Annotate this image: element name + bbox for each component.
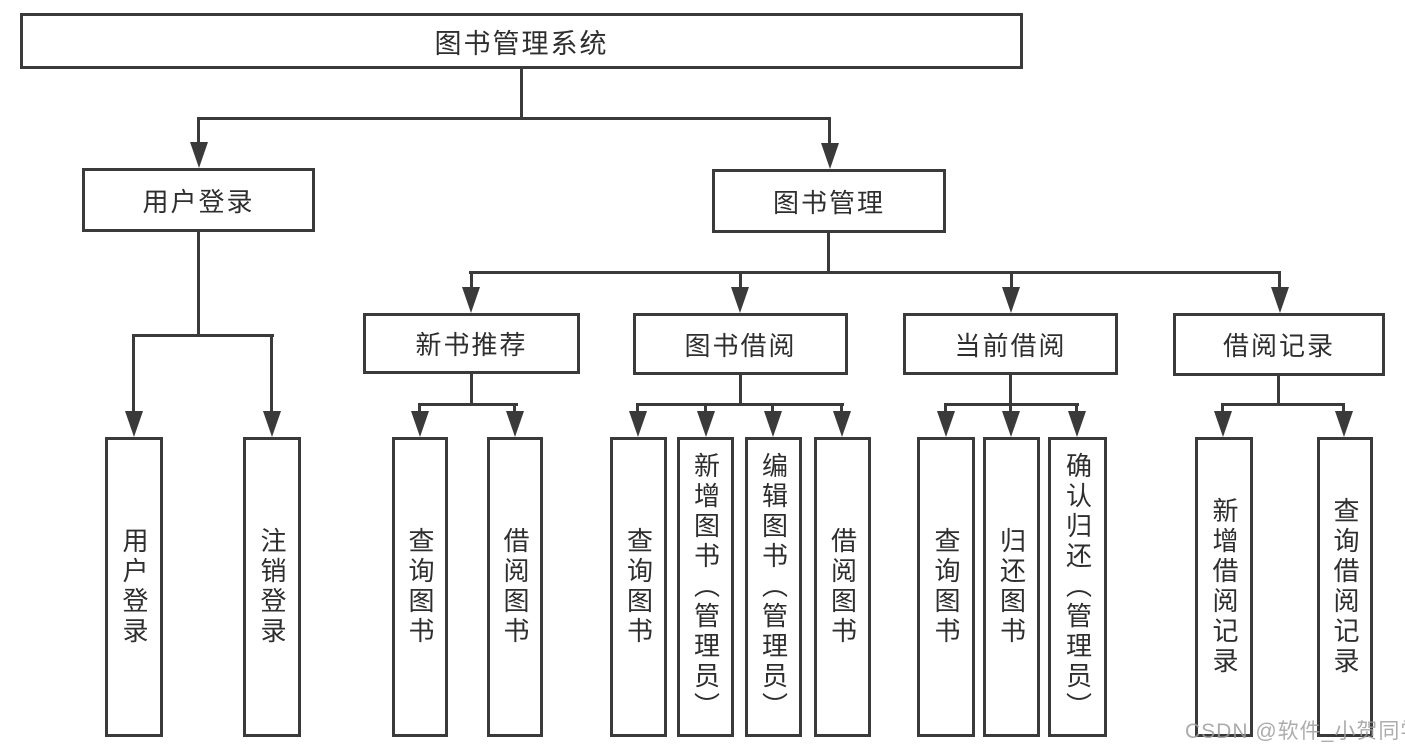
arrow-down-icon [190, 142, 208, 168]
connector-stem [270, 334, 273, 411]
arrow-down-icon [1335, 411, 1353, 437]
connector-branch [1221, 403, 1345, 406]
connector-stem [197, 117, 200, 142]
arrow-down-icon [1271, 287, 1289, 313]
connector-stem [1277, 376, 1280, 406]
arrow-down-icon [411, 411, 429, 437]
connector-stem [197, 232, 200, 337]
connector-branch [469, 271, 1281, 274]
leaf-bb-borrow-book: 借阅图书 [814, 437, 871, 737]
node-book-borrow: 图书借阅 [633, 313, 848, 375]
leaf-cb-return-book: 归还图书 [983, 437, 1040, 737]
connector-stem [132, 334, 135, 411]
connector-stem [1009, 403, 1012, 411]
connector-stem [1221, 403, 1224, 411]
leaf-bb-query-book: 查询图书 [610, 437, 667, 737]
connector-stem [771, 403, 774, 411]
leaf-bb-edit-book-admin: 编辑图书（管理员） [745, 437, 802, 737]
leaf-logout: 注销登录 [243, 437, 301, 737]
connector-stem [418, 403, 421, 411]
connector-stem [1075, 403, 1078, 411]
leaf-nb-query-book: 查询图书 [392, 437, 448, 737]
leaf-cb-query-book: 查询图书 [917, 437, 975, 737]
leaf-cb-confirm-return-admin: 确认归还（管理员） [1048, 437, 1107, 737]
connector-root-stem [520, 69, 523, 119]
connector-stem [1010, 271, 1013, 287]
node-book-management: 图书管理 [712, 169, 946, 233]
arrow-down-icon [731, 287, 749, 313]
node-root-library-system: 图书管理系统 [20, 13, 1023, 69]
leaf-nb-borrow-book: 借阅图书 [487, 437, 543, 737]
node-new-book-recommend: 新书推荐 [363, 313, 580, 374]
connector-stem [636, 403, 639, 411]
arrow-down-icon [1214, 411, 1232, 437]
node-borrow-record: 借阅记录 [1173, 313, 1385, 376]
connector-stem [828, 117, 831, 143]
connector-stem [704, 403, 707, 411]
node-user-login: 用户登录 [82, 168, 315, 232]
connector-branch [636, 403, 844, 406]
arrow-down-icon [629, 411, 647, 437]
connector-stem [739, 271, 742, 287]
connector-stem [1278, 271, 1281, 287]
arrow-down-icon [125, 411, 143, 437]
leaf-user-login: 用户登录 [105, 437, 163, 737]
arrow-down-icon [1068, 411, 1086, 437]
connector-stem [470, 271, 473, 287]
connector-stem [1009, 375, 1012, 406]
node-current-borrow: 当前借阅 [903, 313, 1118, 375]
connector-stem [827, 233, 830, 274]
arrow-down-icon [1002, 411, 1020, 437]
arrow-down-icon [821, 143, 839, 169]
connector-stem [739, 375, 742, 406]
arrow-down-icon [263, 411, 281, 437]
connector-stem [1342, 403, 1345, 411]
connector-branch [418, 403, 518, 406]
arrow-down-icon [937, 411, 955, 437]
arrow-down-icon [1002, 287, 1020, 313]
arrow-down-icon [833, 411, 851, 437]
connector-root-branch [197, 117, 831, 120]
arrow-down-icon [462, 287, 480, 313]
leaf-bb-add-book-admin: 新增图书（管理员） [677, 437, 734, 737]
arrow-down-icon [506, 411, 524, 437]
arrow-down-icon [697, 411, 715, 437]
leaf-br-query-record: 查询借阅记录 [1317, 437, 1373, 737]
connector-stem [470, 374, 473, 406]
connector-stem [513, 403, 516, 411]
csdn-watermark: CSDN @软件_小贺同学 [1185, 720, 1405, 743]
connector-branch [132, 334, 274, 337]
arrow-down-icon [764, 411, 782, 437]
connector-stem [944, 403, 947, 411]
leaf-br-add-record: 新增借阅记录 [1195, 437, 1253, 737]
connector-stem [840, 403, 843, 411]
